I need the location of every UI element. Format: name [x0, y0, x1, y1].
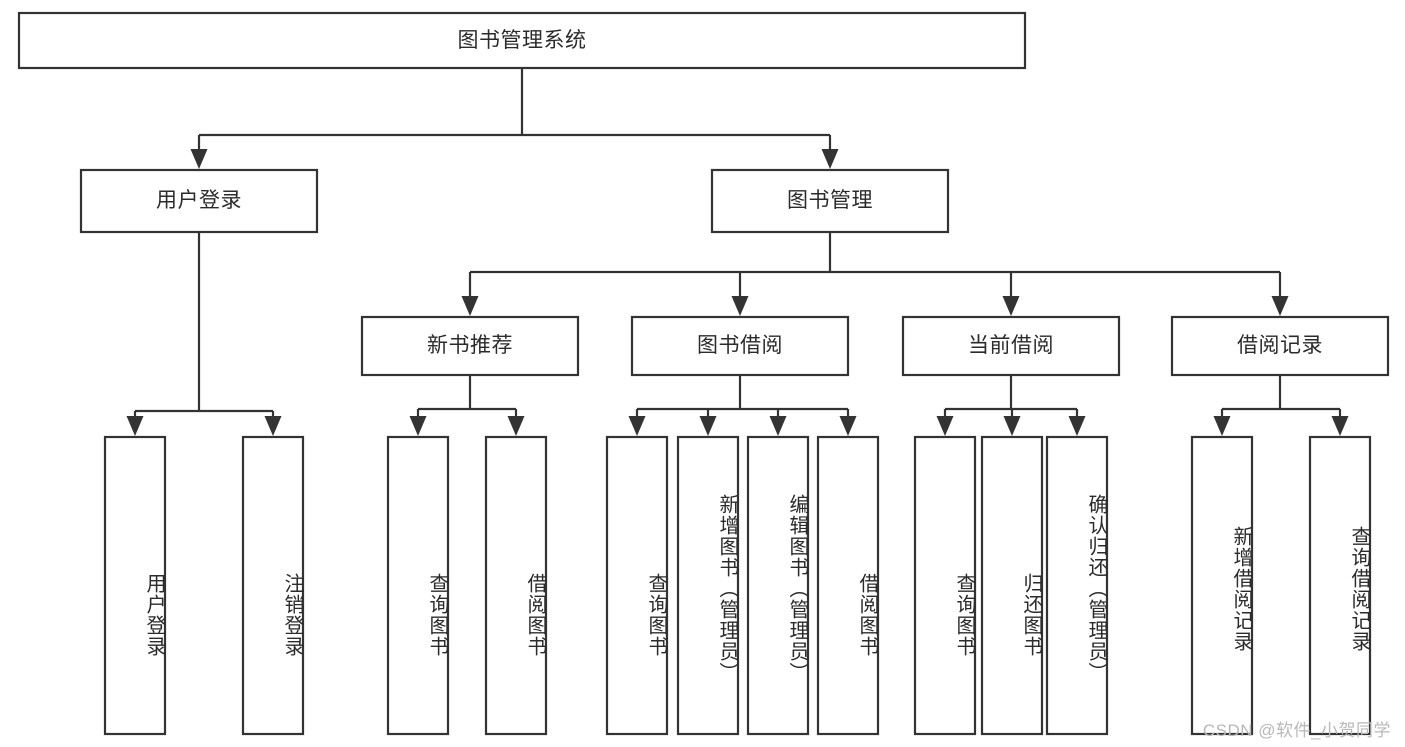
node-box-leaf-add-record[interactable] — [1190, 435, 1254, 736]
node-leaf-return-book[interactable] — [982, 437, 1042, 734]
node-box-root[interactable] — [17, 11, 1027, 70]
node-leaf-add-book[interactable] — [678, 437, 738, 734]
node-book-manage[interactable] — [712, 170, 948, 232]
node-leaf-borrow-book-1[interactable] — [486, 437, 546, 734]
node-box-leaf-borrow-book-2[interactable] — [816, 435, 880, 736]
node-box-borrow-record[interactable] — [1170, 315, 1390, 377]
node-box-leaf-add-book[interactable] — [676, 435, 740, 736]
node-leaf-logout[interactable] — [243, 437, 303, 734]
node-current-borrow[interactable] — [903, 317, 1119, 375]
node-leaf-confirm-return[interactable] — [1047, 437, 1107, 734]
node-leaf-query-book-1[interactable] — [388, 437, 448, 734]
node-box-leaf-edit-book[interactable] — [746, 435, 810, 736]
box-layer — [17, 11, 1390, 736]
node-leaf-query-book-2[interactable] — [607, 437, 667, 734]
node-leaf-query-book-3[interactable] — [915, 437, 975, 734]
node-box-book-borrow[interactable] — [630, 315, 850, 377]
node-box-user-login[interactable] — [79, 168, 319, 234]
node-new-book-rec[interactable] — [362, 317, 578, 375]
node-box-leaf-user-login[interactable] — [103, 435, 167, 736]
node-book-borrow[interactable] — [632, 317, 848, 375]
node-leaf-borrow-book-2[interactable] — [818, 437, 878, 734]
node-box-leaf-logout[interactable] — [241, 435, 305, 736]
node-box-leaf-query-book-3[interactable] — [913, 435, 977, 736]
node-root[interactable] — [19, 13, 1025, 68]
watermark-text: CSDN @软件_小贺同学 — [1202, 721, 1391, 740]
node-box-leaf-query-book-1[interactable] — [386, 435, 450, 736]
node-user-login[interactable] — [81, 170, 317, 232]
node-leaf-add-record[interactable] — [1192, 437, 1252, 734]
node-box-leaf-borrow-book-1[interactable] — [484, 435, 548, 736]
edge-layer — [126, 68, 1349, 436]
node-leaf-user-login[interactable] — [105, 437, 165, 734]
node-box-leaf-return-book[interactable] — [980, 435, 1044, 736]
node-borrow-record[interactable] — [1172, 317, 1388, 375]
node-box-book-manage[interactable] — [710, 168, 950, 234]
node-box-new-book-rec[interactable] — [360, 315, 580, 377]
node-box-leaf-query-book-2[interactable] — [605, 435, 669, 736]
node-leaf-query-record[interactable] — [1310, 437, 1370, 734]
node-box-current-borrow[interactable] — [901, 315, 1121, 377]
node-box-leaf-confirm-return[interactable] — [1045, 435, 1109, 736]
node-box-leaf-query-record[interactable] — [1308, 435, 1372, 736]
node-leaf-edit-book[interactable] — [748, 437, 808, 734]
